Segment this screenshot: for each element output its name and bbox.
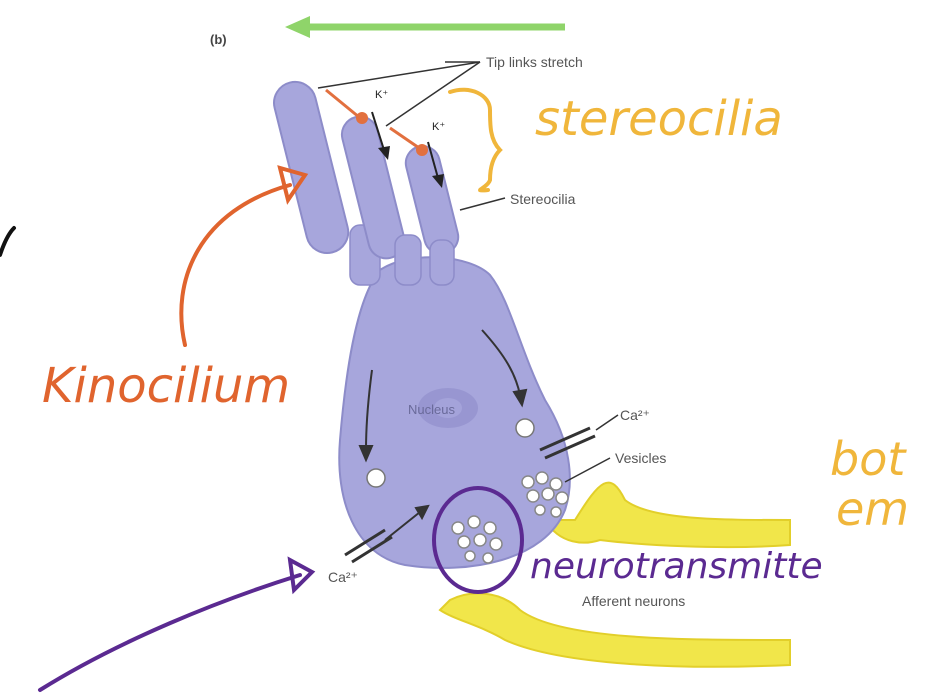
tip-links-leaders — [317, 61, 481, 127]
tip-links-label: Tip links stretch — [486, 54, 583, 70]
stereocilia-leader — [459, 197, 506, 211]
ion-markers — [366, 418, 535, 488]
ca-right-leader — [595, 414, 619, 431]
stray-ink-mark — [0, 226, 16, 257]
calcium-channel-left — [344, 528, 393, 564]
k-upper-label: K⁺ — [375, 89, 388, 101]
afferent-neuron-lower — [438, 592, 791, 668]
calcium-pointer — [38, 556, 316, 692]
stereocilium-middle — [340, 115, 422, 286]
tip-links — [325, 88, 428, 156]
ca-right-label: Ca²⁺ — [620, 407, 650, 423]
panel-label: (b) — [210, 32, 227, 47]
calcium-channel-right — [539, 426, 596, 460]
nucleus — [418, 388, 478, 428]
afferent-label: Afferent neurons — [582, 593, 685, 609]
stereocilia-brace — [448, 87, 503, 193]
vesicles-right — [521, 471, 569, 518]
handwritten-both-line1: bot — [830, 432, 907, 486]
ca-left-label: Ca²⁺ — [328, 569, 358, 585]
neurotransmitter-circle — [432, 486, 524, 594]
nucleus-label: Nucleus — [408, 402, 455, 417]
afferent-neuron-upper — [543, 481, 791, 549]
vesicles-label: Vesicles — [615, 450, 666, 466]
vesicles-bottom — [451, 515, 503, 564]
potassium-arrows — [371, 111, 444, 188]
vesicles-leader — [564, 457, 611, 483]
handwritten-kinocilium: Kinocilium — [42, 358, 290, 414]
depolarization-arrows — [358, 329, 528, 541]
handwritten-neurotransmitter: neurotransmitte — [530, 546, 823, 587]
handwritten-both-line2: em — [836, 482, 909, 536]
deflection-arrow — [285, 16, 565, 38]
stereocilia-label: Stereocilia — [510, 191, 576, 207]
kinocilium-pointer — [179, 165, 309, 347]
k-lower-label: K⁺ — [432, 121, 445, 133]
handwritten-stereocilia: stereocilia — [535, 91, 783, 147]
